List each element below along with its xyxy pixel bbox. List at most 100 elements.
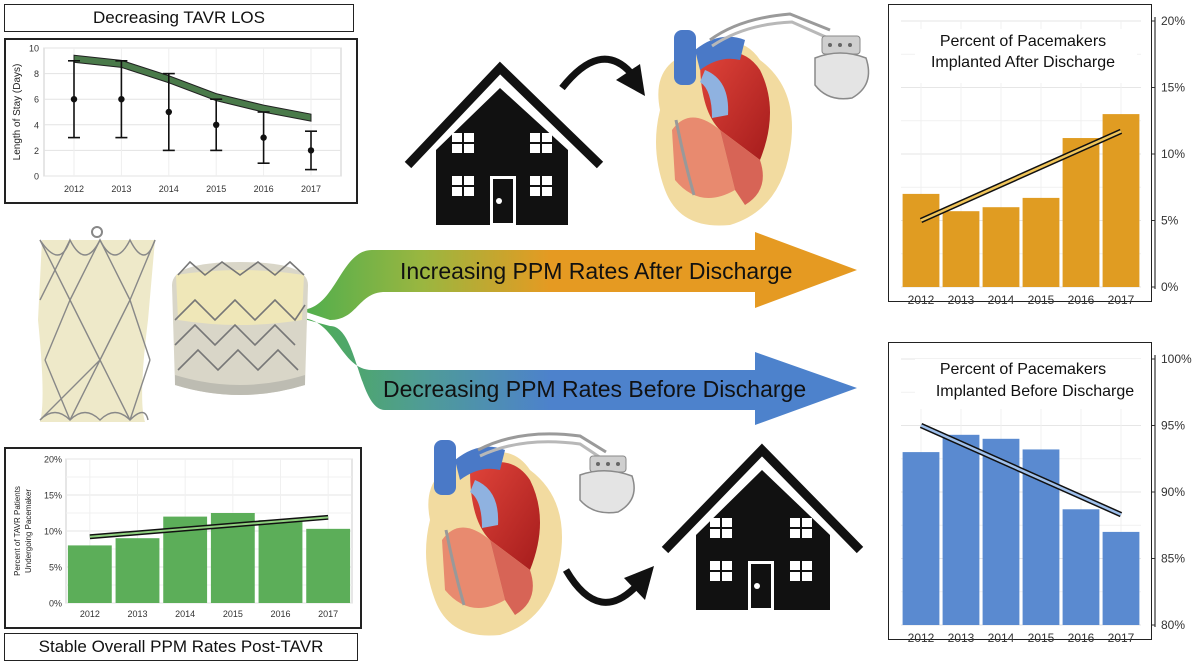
after-x-tick-label: 2016 (1068, 293, 1095, 307)
los-y-tick-label: 2 (34, 146, 39, 156)
house-bottom-icon (661, 443, 864, 610)
before-title-bg (915, 359, 1151, 409)
after-x-tick-label: 2017 (1108, 293, 1135, 307)
los-chart-panel: 0 2 4 6 8 10 2012 2013 2014 2015 2016 2017 Length of… (4, 38, 358, 204)
house-top-icon (404, 61, 604, 225)
after-bar (1102, 114, 1140, 287)
overall-x-tick-label: 2013 (127, 609, 147, 619)
after-x-tick-label: 2014 (988, 293, 1015, 307)
before-y-tick-label: 95% (1161, 419, 1185, 433)
before-y-tick-label: 90% (1161, 485, 1185, 499)
overall-bar (67, 545, 112, 603)
before-bar (942, 434, 980, 625)
pacemaker-bottom-icon (579, 455, 635, 514)
before-x-tick-label: 2012 (908, 631, 935, 645)
overall-bar (258, 520, 303, 603)
after-bar (942, 211, 980, 287)
los-x-tick-label: 2013 (111, 184, 131, 194)
after-x-tick-label: 2012 (908, 293, 935, 307)
overall-x-tick-label: 2014 (175, 609, 195, 619)
lower-arrow (300, 318, 857, 425)
los-y-axis-label: Length of Stay (Days) (12, 64, 23, 161)
los-y-tick-label: 4 (34, 120, 39, 130)
valve-short-icon (172, 260, 308, 395)
los-point (260, 134, 267, 141)
after-bar (902, 193, 940, 287)
overall-trend-line (89, 516, 329, 538)
los-x-tick-label: 2014 (159, 184, 179, 194)
before-chart-panel: 80% 85% 90% 95% 100% 2012 2013 2014 2015 2016 2017… (888, 342, 1192, 645)
after-title-line2: Implanted After Discharge (931, 54, 1115, 71)
los-y-tick-label: 6 (34, 95, 39, 105)
after-bar (1062, 138, 1100, 287)
los-chart: 0 2 4 6 8 10 2012 2013 2014 2015 2016 2017 Length of… (12, 44, 342, 194)
overall-bar (115, 538, 160, 603)
after-y-tick-label: 15% (1161, 81, 1185, 95)
before-bar (1102, 531, 1140, 625)
los-title: Decreasing TAVR LOS (93, 8, 265, 27)
los-y-tick-label: 10 (29, 44, 39, 54)
overall-x-tick-label: 2012 (80, 609, 100, 619)
upper-arrow-label: Increasing PPM Rates After Discharge (400, 258, 792, 284)
overall-x-tick-label: 2016 (270, 609, 290, 619)
los-x-tick-label: 2015 (206, 184, 226, 194)
valve-tall-icon (38, 226, 156, 422)
after-y-tick-label: 0% (1161, 280, 1179, 294)
before-title-line1: Percent of Pacemakers (940, 361, 1106, 378)
overall-x-tick-label: 2015 (223, 609, 243, 619)
los-point (118, 96, 125, 103)
overall-bar (306, 528, 351, 603)
overall-x-tick-label: 2017 (318, 609, 338, 619)
los-title-box: Decreasing TAVR LOS (4, 4, 354, 32)
after-y-tick-label: 10% (1161, 147, 1185, 161)
before-y-tick-label: 100% (1161, 352, 1192, 366)
los-y-tick-label: 0 (34, 172, 39, 182)
overall-y-axis-label-line1: Percent of TAVR Patients (13, 486, 22, 576)
before-x-tick-label: 2013 (948, 631, 975, 645)
heart-bottom-icon (426, 432, 607, 636)
los-point (165, 108, 172, 116)
after-bar (982, 207, 1020, 287)
overall-y-tick-label: 15% (44, 491, 62, 501)
pacemaker-top-icon (814, 35, 870, 100)
before-x-tick-label: 2016 (1068, 631, 1095, 645)
overall-chart-panel: 0% 5% 10% 15% 20% 2012 2013 2014 2015 2016 2017 Per… (4, 447, 362, 629)
los-x-tick-label: 2016 (254, 184, 274, 194)
los-x-tick-label: 2017 (301, 184, 321, 194)
after-title-bg (915, 29, 1137, 83)
before-chart: 80% 85% 90% 95% 100% 2012 2013 2014 2015 2016 2017… (901, 352, 1192, 645)
overall-y-tick-label: 10% (44, 527, 62, 537)
after-x-tick-label: 2015 (1028, 293, 1055, 307)
lower-arrow-label: Decreasing PPM Rates Before Discharge (383, 376, 806, 402)
before-x-tick-label: 2014 (988, 631, 1015, 645)
los-point (70, 96, 78, 103)
los-point (307, 147, 315, 154)
overall-y-tick-label: 20% (44, 455, 62, 465)
upper-arrow (300, 232, 857, 320)
overall-caption: Stable Overall PPM Rates Post-TAVR (38, 637, 324, 656)
los-y-tick-label: 8 (34, 69, 39, 79)
before-trend-line (920, 424, 1122, 516)
before-y-tick-label: 80% (1161, 618, 1185, 632)
overall-y-tick-label: 5% (49, 563, 62, 573)
before-bar (982, 438, 1020, 625)
after-y-tick-label: 5% (1161, 214, 1179, 228)
before-title-line2: Implanted Before Discharge (936, 383, 1134, 400)
heart-top-icon (656, 12, 831, 226)
after-x-tick-label: 2013 (948, 293, 975, 307)
los-point (213, 121, 220, 128)
before-x-tick-label: 2015 (1028, 631, 1055, 645)
before-x-tick-label: 2017 (1108, 631, 1135, 645)
before-bar (902, 452, 940, 625)
overall-chart: 0% 5% 10% 15% 20% 2012 2013 2014 2015 2016 2017 Per… (13, 455, 353, 619)
after-y-tick-label: 20% (1161, 14, 1185, 28)
overall-y-tick-label: 0% (49, 599, 62, 609)
overall-y-axis-label-line2: Undergoing Pacemaker (24, 489, 33, 573)
before-bar (1062, 509, 1100, 625)
before-y-tick-label: 85% (1161, 552, 1185, 566)
los-x-tick-label: 2012 (64, 184, 84, 194)
after-bar (1022, 197, 1060, 287)
